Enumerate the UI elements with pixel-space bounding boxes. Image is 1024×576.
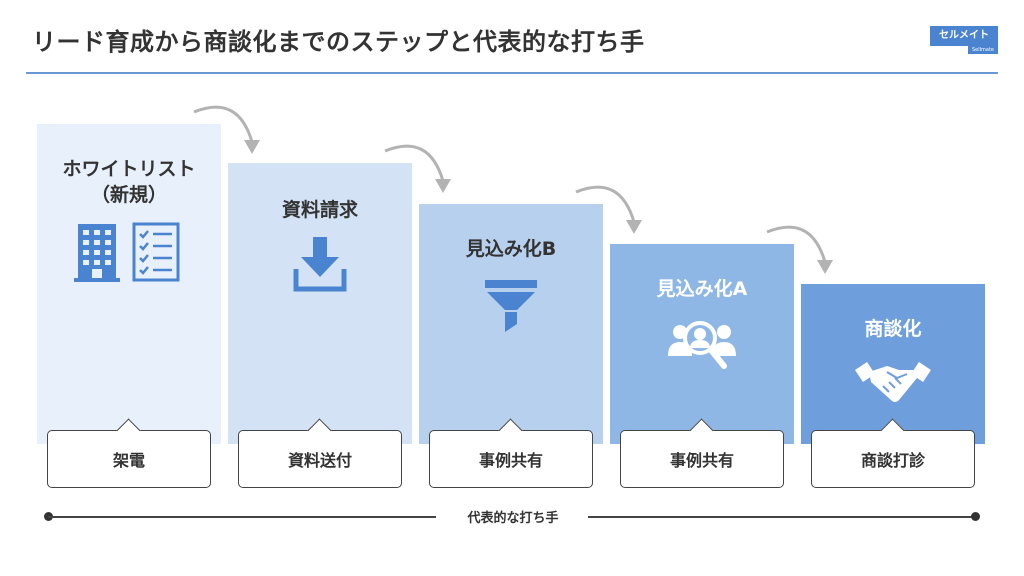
step-label: 商談化 [864,318,922,340]
step-icons [419,278,603,338]
step-whitelist: ホワイトリスト （新規） [37,124,221,444]
flow-arrow [193,105,260,154]
timeline-end-dot [971,512,980,521]
building-icon [74,222,180,282]
step-prospect-a: 見込み化A [610,244,794,444]
handshake-icon [855,362,931,402]
action-label: 事例共有 [669,451,734,470]
step-icons [610,316,794,376]
flow-arrow [384,144,451,193]
timeline-line [588,516,976,518]
step-prospect-b: 見込み化B [419,204,603,444]
flow-arrow [575,185,642,234]
checklist-icon [132,222,180,282]
title-divider [26,72,998,74]
logo: セルメイト Sellmate [930,26,998,56]
logo-main: セルメイト [930,26,998,46]
action-label: 資料送付 [287,451,352,470]
step-sublabel: （新規） [90,184,167,206]
step-label: ホワイトリスト [62,158,196,180]
page-title: リード育成から商談化までのステップと代表的な打ち手 [32,28,645,56]
action-callout: 事例共有 [429,418,593,488]
flow-arrow [766,225,833,274]
step-icons [801,356,985,412]
search-people-icon [668,321,736,369]
step-document-request: 資料請求 [228,163,412,444]
action-callout: 事例共有 [620,418,784,488]
step-label: 資料請求 [281,199,358,221]
action-callout: 架電 [47,418,211,488]
funnel-icon [485,280,537,332]
action-callout: 資料送付 [238,418,402,488]
step-label: 見込み化A [656,278,748,300]
step-opportunity: 商談化 [801,284,985,444]
download-icon [293,237,347,292]
action-label: 商談打診 [860,451,925,470]
action-callout: 商談打診 [811,418,975,488]
timeline-label: 代表的な打ち手 [467,511,559,526]
step-icons [37,222,221,288]
action-label: 事例共有 [478,451,543,470]
timeline-line [48,516,436,518]
action-label: 架電 [112,451,145,470]
step-icons [228,237,412,297]
step-label: 見込み化B [465,238,557,260]
logo-sub: Sellmate [968,46,998,54]
